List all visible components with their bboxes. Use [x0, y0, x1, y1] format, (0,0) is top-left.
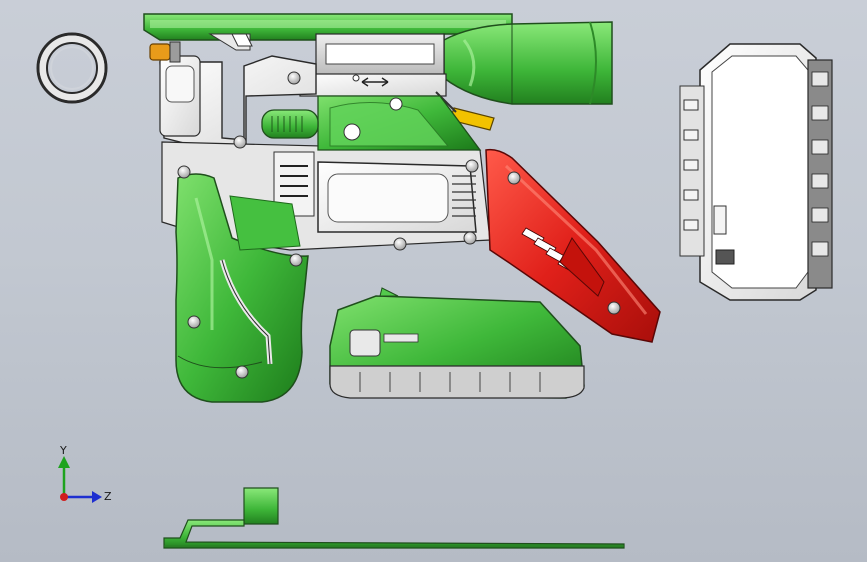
battery-end-view[interactable] [679, 43, 833, 301]
coordinate-triad: Y Z [58, 444, 112, 503]
drill-body-assembly[interactable] [149, 41, 491, 403]
y-axis-label: Y [59, 444, 67, 457]
ring-part[interactable] [36, 32, 108, 104]
red-side-cover[interactable] [485, 148, 661, 343]
battery-pack[interactable] [329, 287, 585, 399]
bottom-flat-profile[interactable] [163, 487, 625, 549]
top-mechanism-block[interactable] [299, 33, 447, 97]
barrel-cylinder[interactable] [443, 21, 613, 105]
z-axis-label: Z [104, 490, 112, 503]
x-axis-point [60, 493, 68, 501]
screw-set [177, 71, 621, 379]
